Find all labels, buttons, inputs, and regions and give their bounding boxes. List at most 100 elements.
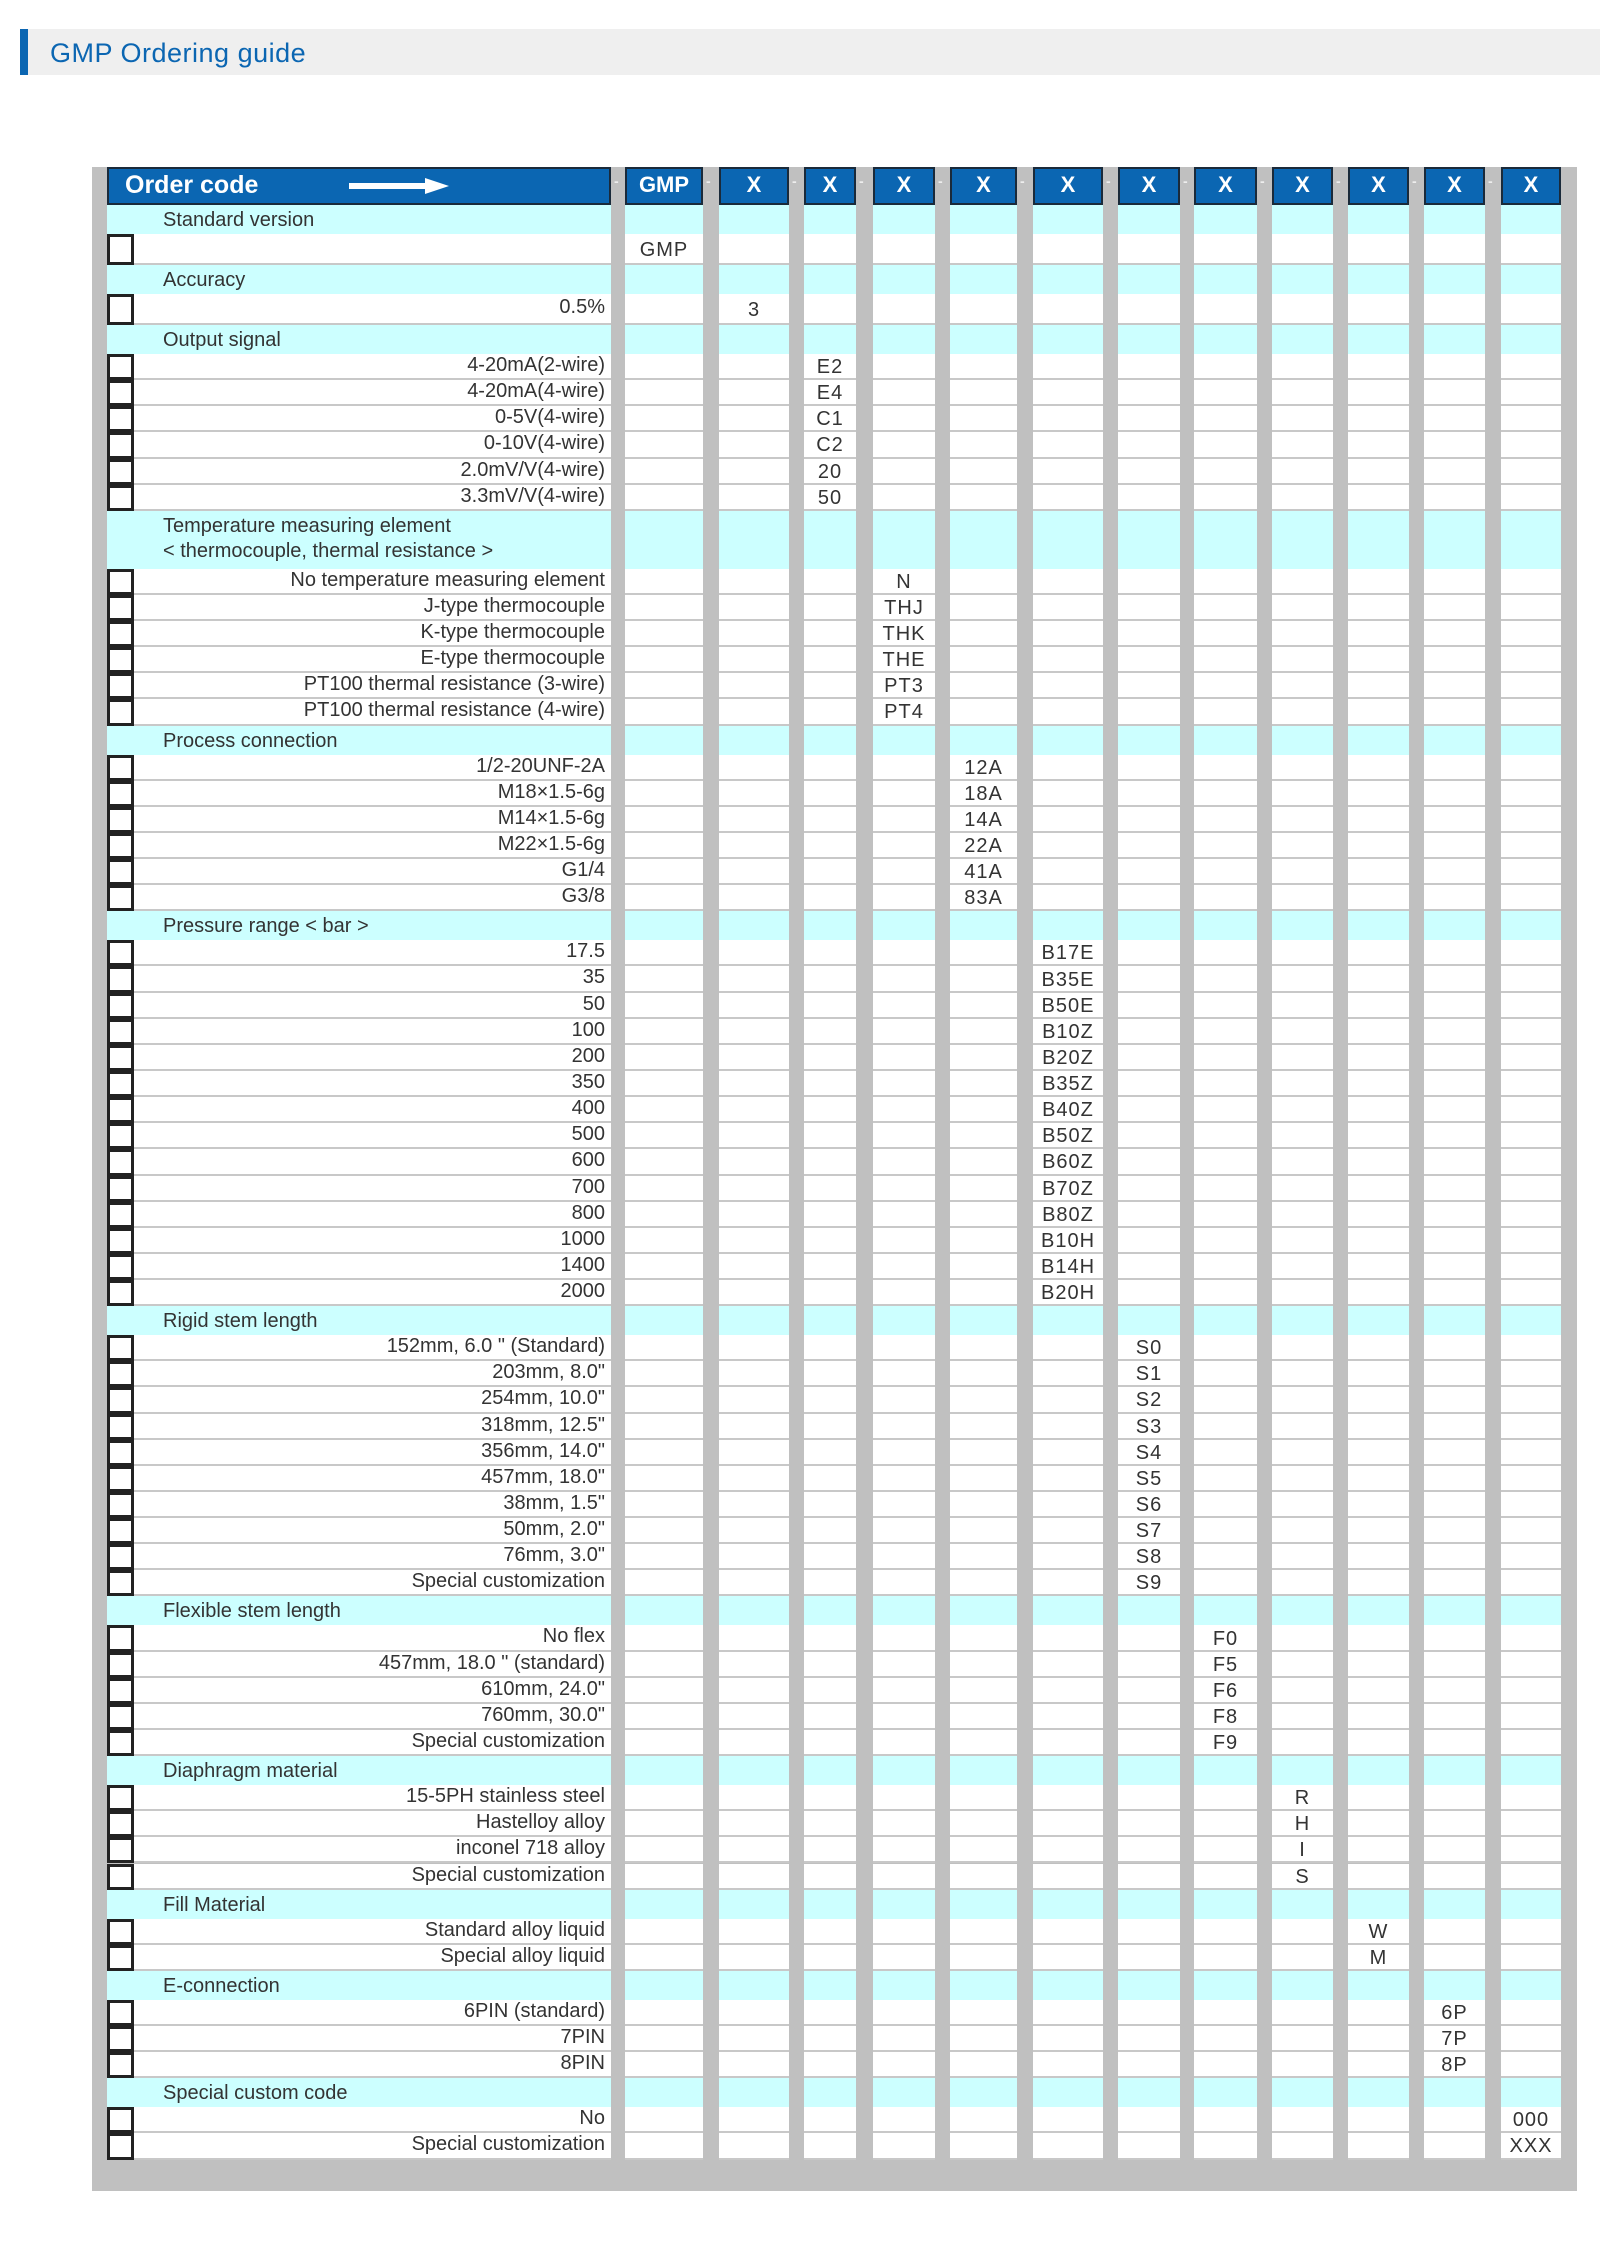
option-checkbox[interactable] [107,1677,134,1704]
option-checkbox[interactable] [107,699,134,726]
option-checkbox[interactable] [107,1703,134,1730]
option-checkbox[interactable] [107,354,134,381]
option-checkbox[interactable] [107,966,134,993]
option-checkbox[interactable] [107,1491,134,1519]
option-checkbox[interactable] [107,1544,134,1571]
option-checkbox[interactable] [107,885,134,912]
option-checkbox[interactable] [107,992,134,1019]
option-cell [1033,673,1103,700]
option-checkbox[interactable] [107,406,134,433]
option-checkbox[interactable] [107,780,134,807]
separator-dash: - [792,173,797,189]
option-cell: 6P [1424,1999,1485,2026]
option-checkbox[interactable] [107,1837,134,1864]
option-checkbox[interactable] [107,568,134,595]
section-header-cell [1272,1306,1333,1336]
option-checkbox[interactable] [107,1944,134,1971]
option-checkbox[interactable] [107,2107,134,2134]
option-checkbox[interactable] [107,234,134,265]
section-header-cell [950,1756,1017,1786]
option-checkbox[interactable] [107,1123,134,1150]
option-checkbox[interactable] [107,832,134,860]
option-checkbox[interactable] [107,1651,134,1678]
option-cell [1194,458,1257,485]
option-code: THE [882,649,926,672]
option-cell [1118,2133,1180,2160]
option-checkbox[interactable] [107,1097,134,1124]
section-header-cell [804,911,856,941]
option-cell [719,1465,789,1492]
option-cell [873,1335,935,1362]
option-checkbox[interactable] [107,1999,134,2026]
option-code: M [1369,1946,1388,1969]
option-code: 12A [964,756,1003,779]
option-cell [1348,1253,1409,1281]
option-checkbox[interactable] [107,1175,134,1202]
section-header-cell [873,911,935,941]
option-cell [804,1149,856,1176]
option-cell [804,647,856,674]
option-checkbox[interactable] [107,2026,134,2053]
option-cell [1194,966,1257,993]
option-cell [1194,1335,1257,1362]
option-cell [1424,2107,1485,2134]
header-column-7: X [1118,167,1180,205]
option-checkbox[interactable] [107,859,134,886]
option-checkbox[interactable] [107,1149,134,1176]
option-label: 200 [571,1044,605,1067]
option-cell [804,1413,856,1440]
option-checkbox[interactable] [107,594,134,622]
option-checkbox[interactable] [107,2133,134,2160]
option-checkbox[interactable] [107,1253,134,1281]
option-checkbox[interactable] [107,380,134,407]
option-checkbox[interactable] [107,940,134,967]
option-checkbox[interactable] [107,458,134,485]
option-checkbox[interactable] [107,1280,134,1307]
option-checkbox[interactable] [107,1070,134,1098]
option-checkbox[interactable] [107,1811,134,1838]
option-cell [1033,568,1103,595]
option-checkbox[interactable] [107,1227,134,1254]
option-checkbox[interactable] [107,1918,134,1945]
option-cell [1501,2026,1561,2053]
option-code: F8 [1212,1705,1239,1728]
option-checkbox[interactable] [107,1518,134,1545]
option-checkbox[interactable] [107,1413,134,1440]
option-cell: S0 [1118,1335,1180,1362]
option-checkbox[interactable] [107,484,134,511]
option-checkbox[interactable] [107,1863,134,1890]
option-checkbox[interactable] [107,1785,134,1812]
option-cell [804,2107,856,2134]
option-checkbox[interactable] [107,673,134,700]
option-checkbox[interactable] [107,1361,134,1388]
option-checkbox[interactable] [107,1625,134,1652]
option-cell [873,1123,935,1150]
option-checkbox[interactable] [107,1387,134,1414]
option-row: 1000 [107,1227,611,1254]
option-cell: 3 [719,294,789,325]
option-checkbox[interactable] [107,1018,134,1045]
option-checkbox[interactable] [107,1465,134,1492]
option-checkbox[interactable] [107,621,134,648]
option-checkbox[interactable] [107,1201,134,1228]
option-label: 50mm, 2.0" [503,1518,605,1541]
option-checkbox[interactable] [107,1044,134,1071]
option-cell [1501,647,1561,674]
option-checkbox[interactable] [107,294,134,325]
option-cell: THE [873,647,935,674]
option-checkbox[interactable] [107,1335,134,1362]
option-checkbox[interactable] [107,2052,134,2079]
option-checkbox[interactable] [107,1729,134,1757]
option-checkbox[interactable] [107,432,134,459]
option-cell: C2 [804,432,856,459]
option-cell [1272,294,1333,325]
section-header-cell [950,325,1017,354]
option-checkbox[interactable] [107,1439,134,1466]
option-cell [950,1677,1017,1704]
option-row: 0-5V(4-wire) [107,406,611,433]
section-header-cell [873,1970,935,2000]
option-checkbox[interactable] [107,1570,134,1597]
option-checkbox[interactable] [107,647,134,674]
option-checkbox[interactable] [107,806,134,833]
option-checkbox[interactable] [107,754,134,781]
